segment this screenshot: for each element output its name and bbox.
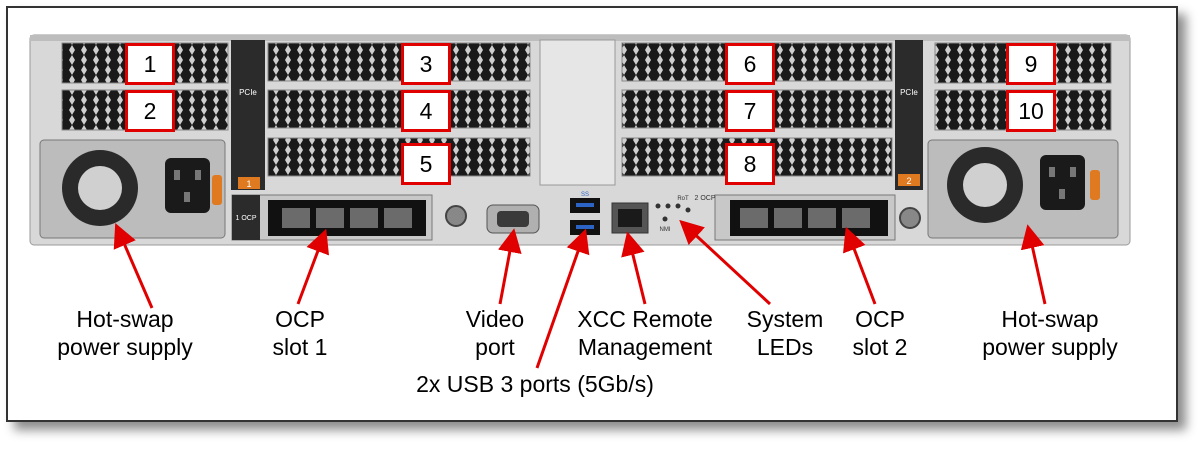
ocp2-mark: 2 OCP — [694, 195, 715, 202]
rot-mark: RoT — [677, 196, 689, 202]
label-psu-right-line2: power supply — [982, 334, 1118, 360]
slot-number-5: 5 — [401, 143, 451, 185]
slot-number-9: 9 — [1006, 43, 1056, 85]
label-psu-left-line2: power supply — [57, 334, 193, 360]
riser1-label-strip — [231, 40, 265, 190]
label-video-line1: Video — [465, 306, 525, 332]
ethernet-port[interactable] — [316, 208, 344, 228]
label-psu-right: Hot-swap power supply — [965, 305, 1135, 361]
label-video: Video port — [450, 305, 540, 361]
power-inlet-icon — [1040, 155, 1085, 210]
pcie-right-mark: PCIe — [900, 88, 918, 97]
label-leds-line1: System — [746, 306, 824, 332]
label-xcc: XCC Remote Management — [560, 305, 730, 361]
slot-number-1: 1 — [125, 43, 175, 85]
ethernet-port[interactable] — [350, 208, 378, 228]
label-ocp2-line1: OCP — [855, 306, 905, 332]
pcie-slot-4-grille — [267, 89, 531, 129]
slot-number-6: 6 — [725, 43, 775, 85]
power-inlet-icon — [165, 158, 210, 213]
center-plate — [539, 39, 616, 186]
ethernet-port[interactable] — [282, 208, 310, 228]
nmi-button[interactable] — [662, 216, 668, 222]
pcie-left-mark: PCIe — [239, 88, 257, 97]
pcie-slot-3-grille — [267, 42, 531, 82]
ocp1-mark: 1 OCP — [235, 215, 256, 222]
psu-right[interactable] — [927, 139, 1119, 239]
video-port[interactable] — [486, 204, 540, 234]
ocp-slot-1[interactable]: 1 OCP — [231, 194, 433, 241]
thumbscrew-icon[interactable] — [445, 205, 467, 227]
nmi-mark: NMI — [660, 227, 671, 233]
riser2-mark: 2 — [906, 176, 911, 186]
thumbscrew-icon[interactable] — [899, 207, 921, 229]
usb-ss-mark: SS — [581, 192, 589, 198]
slot-number-8: 8 — [725, 143, 775, 185]
slot-number-4: 4 — [401, 90, 451, 132]
riser1-mark: 1 — [246, 179, 251, 189]
callout-arrows — [113, 219, 1047, 369]
label-ocp2: OCP slot 2 — [835, 305, 925, 361]
ethernet-port[interactable] — [384, 208, 412, 228]
label-video-line2: port — [475, 334, 515, 360]
ethernet-port[interactable] — [740, 208, 768, 228]
label-leds: System LEDs — [735, 305, 835, 361]
slot-number-10: 10 — [1006, 90, 1056, 132]
slot-number-2: 2 — [125, 90, 175, 132]
label-psu-right-line1: Hot-swap — [1001, 306, 1099, 332]
label-psu-left: Hot-swap power supply — [40, 305, 210, 361]
label-usb: 2x USB 3 ports (5Gb/s) — [416, 371, 654, 397]
ethernet-port[interactable] — [808, 208, 836, 228]
label-psu-left-line1: Hot-swap — [76, 306, 174, 332]
ethernet-port[interactable] — [842, 208, 870, 228]
riser2-label-strip — [895, 40, 923, 190]
label-ocp2-line2: slot 2 — [852, 334, 908, 360]
label-ocp1: OCP slot 1 — [250, 305, 350, 361]
label-ocp1-line1: OCP — [275, 306, 325, 332]
pcie-slot-5-grille — [267, 137, 531, 177]
system-leds: NMI RoT — [655, 196, 691, 233]
slot-number-7: 7 — [725, 90, 775, 132]
xcc-management-port[interactable] — [611, 202, 649, 234]
ocp-slot-2[interactable]: 2 OCP — [694, 194, 896, 241]
label-xcc-line2: Management — [577, 334, 713, 360]
label-leds-line2: LEDs — [756, 334, 814, 360]
psu-left[interactable] — [39, 139, 226, 239]
label-xcc-line1: XCC Remote — [577, 306, 713, 332]
label-ocp1-line2: slot 1 — [272, 334, 328, 360]
ethernet-port[interactable] — [774, 208, 802, 228]
slot-number-3: 3 — [401, 43, 451, 85]
